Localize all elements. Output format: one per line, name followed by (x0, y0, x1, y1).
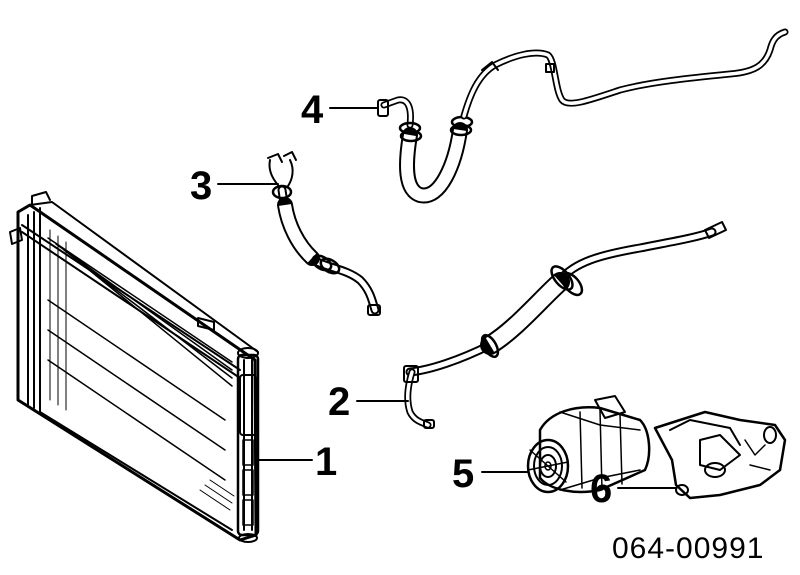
callout-5: 5 (452, 452, 474, 496)
callout-2: 2 (328, 380, 350, 424)
callout-1: 1 (315, 440, 337, 484)
callout-labels: 1 2 3 4 5 6 (190, 88, 612, 511)
compressor-part-5 (526, 395, 651, 494)
reference-code: 064-00991 (612, 532, 764, 565)
condenser-part-1 (9, 191, 260, 543)
callout-6: 6 (590, 467, 612, 511)
hose-part-4 (377, 28, 789, 204)
leader-lines (217, 107, 677, 489)
bracket-part-6 (653, 410, 787, 500)
callout-3: 3 (190, 164, 212, 208)
hose-part-3 (267, 151, 381, 316)
hose-part-2 (403, 221, 727, 429)
callout-4: 4 (301, 88, 324, 132)
